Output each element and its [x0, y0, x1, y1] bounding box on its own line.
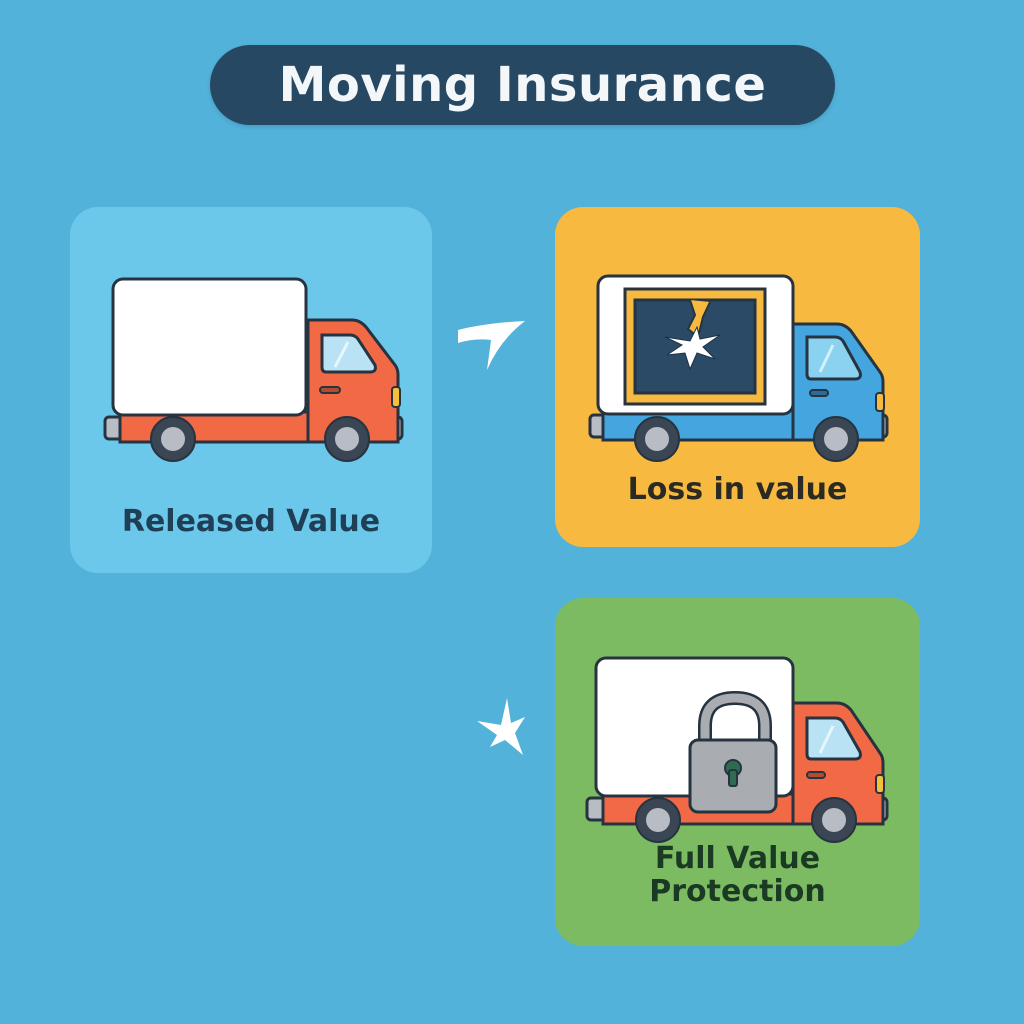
label-loss-in-value: Loss in value [627, 472, 848, 507]
white-arrow-icon [458, 321, 525, 370]
orange-moving-truck-icon [103, 277, 404, 462]
card-full-value-protection: Full Value Protection [555, 598, 920, 946]
title-banner: Moving Insurance [210, 45, 835, 125]
label-released-value: Released Value [121, 504, 381, 539]
orange-truck-with-padlock-icon [585, 656, 889, 843]
card-loss-in-value: Loss in value [555, 207, 920, 547]
label-full-value-protection: Full Value Protection [555, 842, 920, 908]
label-line-2: Protection [649, 874, 826, 909]
white-star-burst-icon [477, 698, 525, 755]
page-title: Moving Insurance [278, 57, 767, 113]
blue-truck-with-broken-screen-icon [588, 274, 889, 462]
card-released-value: Released Value [70, 207, 432, 573]
label-line-1: Full Value [654, 841, 821, 876]
